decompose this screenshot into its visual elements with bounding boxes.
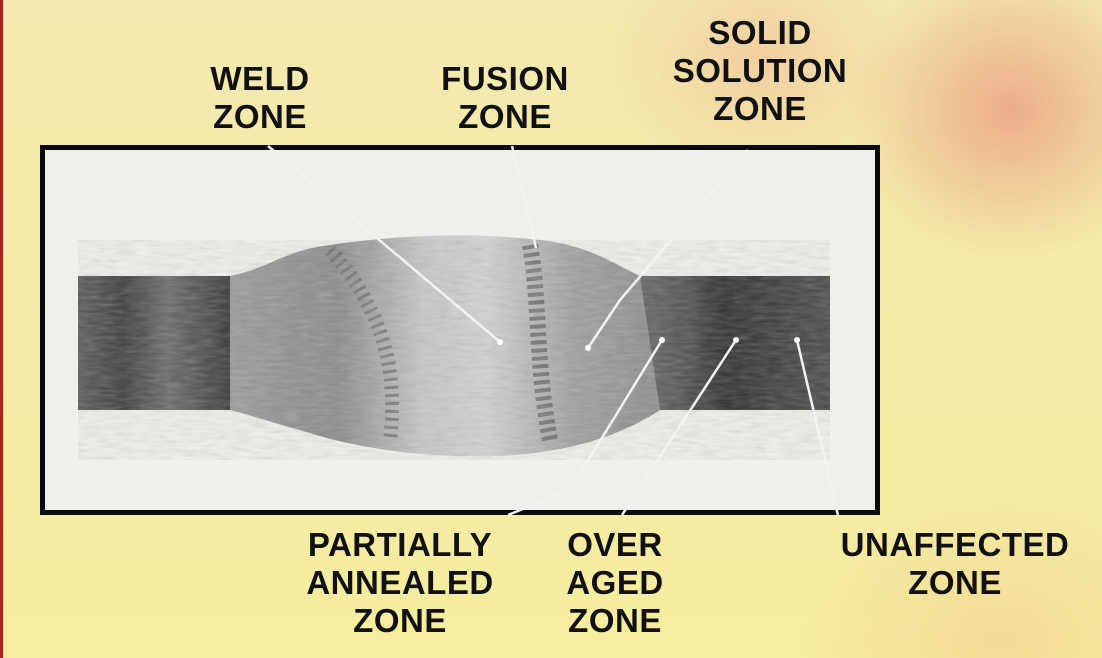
label-unaffected-zone: UNAFFECTED ZONE — [810, 526, 1100, 602]
weld-bead — [230, 235, 660, 456]
label-fusion-zone: FUSION ZONE — [405, 60, 605, 136]
label-solid-solution-zone: SOLID SOLUTION ZONE — [640, 14, 880, 128]
label-weld-zone: WELD ZONE — [185, 60, 335, 136]
leader-fusion-zone — [512, 146, 536, 248]
label-over-aged-zone: OVER AGED ZONE — [540, 526, 690, 640]
label-partially-annealed-zone: PARTIALLY ANNEALED ZONE — [270, 526, 530, 640]
